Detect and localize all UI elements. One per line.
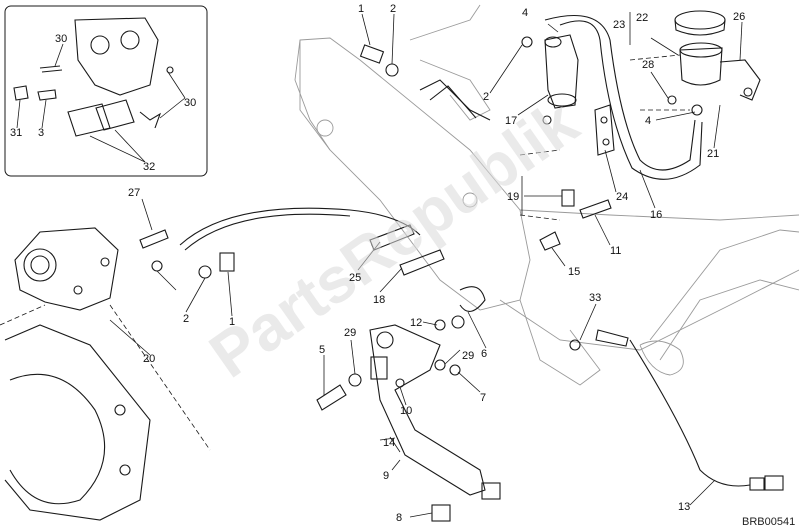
callout-28: 28	[642, 59, 654, 71]
inset-callout-3: 3	[38, 127, 44, 139]
callout-10: 10	[400, 405, 412, 417]
drawing-code: BRB00541	[742, 516, 795, 528]
callout-1-top: 1	[358, 3, 364, 15]
callout-2-mid: 2	[483, 91, 489, 103]
rear-caliper	[14, 227, 119, 311]
callout-29-left: 29	[344, 327, 356, 339]
callout-15: 15	[568, 266, 580, 278]
callout-27: 27	[128, 187, 140, 199]
callout-4-right: 4	[645, 115, 651, 127]
inset-callout-labels: 30 31 3 30 32	[10, 33, 196, 173]
callout-19: 19	[507, 191, 519, 203]
callout-9: 9	[383, 470, 389, 482]
callout-17: 17	[505, 115, 517, 127]
callout-11: 11	[610, 245, 621, 257]
callout-2-left: 2	[183, 313, 189, 325]
brake-light-switch-wire	[629, 339, 784, 491]
callout-2-top: 2	[390, 3, 396, 15]
callout-12: 12	[410, 317, 422, 329]
callout-25: 25	[349, 272, 361, 284]
callout-6: 6	[481, 348, 487, 360]
callout-22: 22	[636, 12, 648, 24]
group-guide-lines	[0, 54, 690, 451]
inset-caliper-detail	[4, 5, 208, 177]
callout-5: 5	[319, 344, 325, 356]
inset-callout-31: 31	[10, 127, 22, 139]
callout-29-right: 29	[462, 350, 474, 362]
brake-hoses	[179, 14, 703, 251]
callout-13: 13	[678, 501, 690, 513]
caliper-bracket	[4, 324, 151, 521]
callout-8: 8	[396, 512, 402, 524]
callout-33: 33	[589, 292, 601, 304]
callout-20: 20	[143, 353, 155, 365]
callout-24: 24	[616, 191, 628, 203]
callout-18: 18	[373, 294, 385, 306]
fasteners	[139, 36, 753, 522]
watermark: PartsRepublik	[197, 85, 591, 391]
callout-16: 16	[650, 209, 662, 221]
callout-14: 14	[383, 437, 395, 449]
master-cylinder	[544, 34, 579, 109]
inset-callout-30-right: 30	[184, 97, 196, 109]
inset-callout-32: 32	[143, 161, 155, 173]
callout-7: 7	[480, 392, 486, 404]
callout-21: 21	[707, 148, 719, 160]
leader-lines	[109, 12, 743, 518]
callout-1-left: 1	[229, 316, 235, 328]
callout-4-top: 4	[522, 7, 528, 19]
callout-26: 26	[733, 11, 745, 23]
inset-callout-30-top: 30	[55, 33, 67, 45]
callout-labels: 1 2 2 4 17 22 23 26 28 4 21 16 24 19 11 …	[128, 3, 745, 524]
frame-structure	[294, 4, 799, 386]
callout-23: 23	[613, 19, 625, 31]
brake-fluid-reservoir	[674, 10, 761, 101]
brake-pedal	[369, 324, 486, 496]
